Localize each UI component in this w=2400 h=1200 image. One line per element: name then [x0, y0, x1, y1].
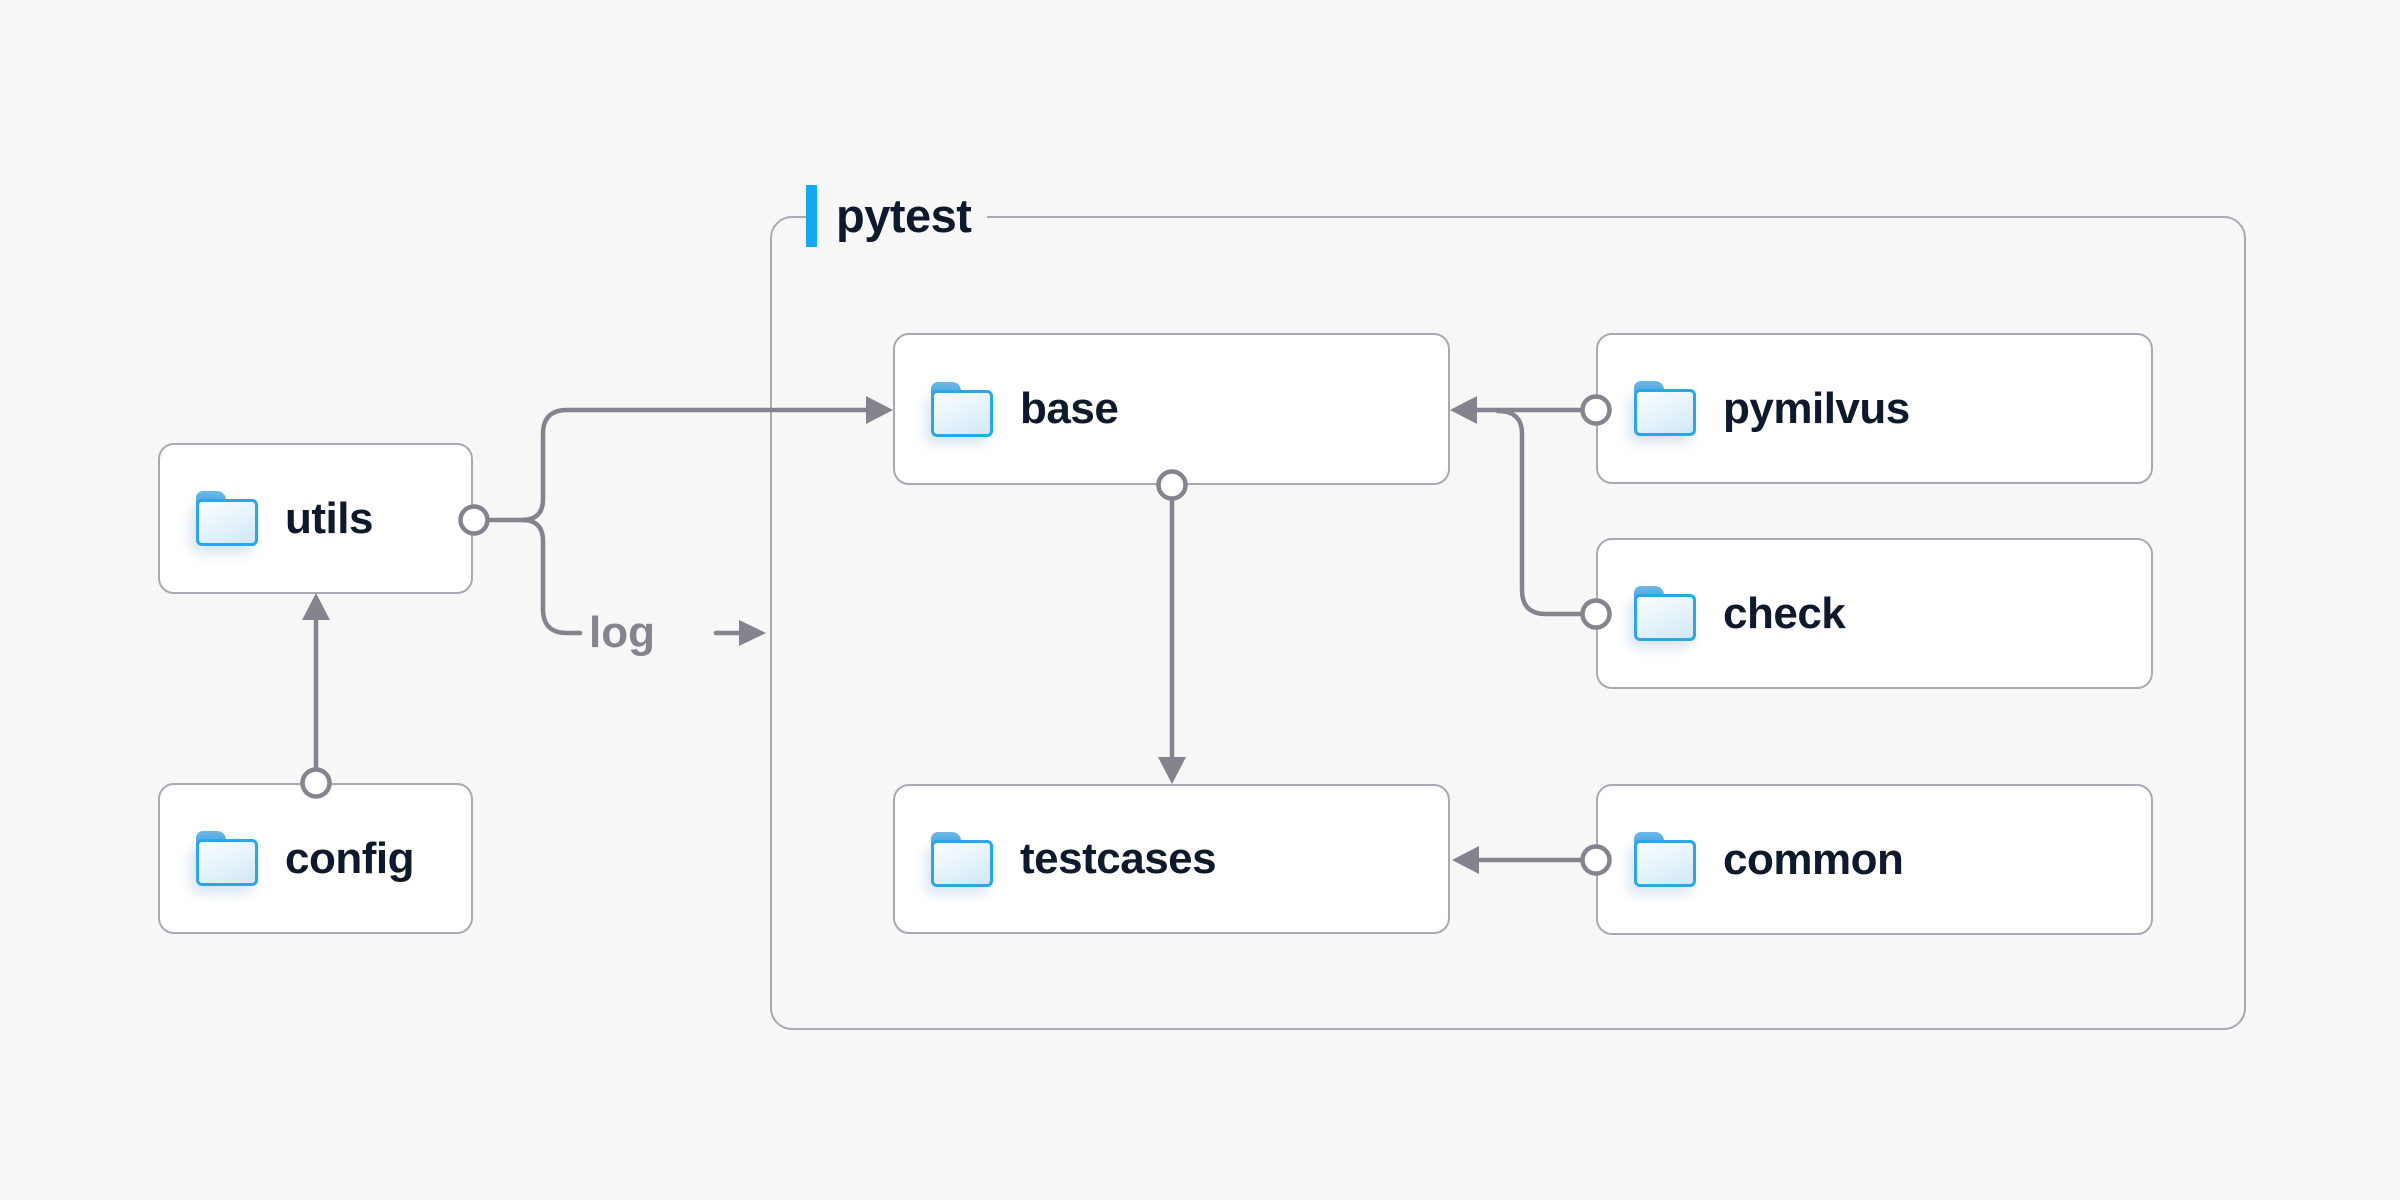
group-title: pytest — [836, 189, 972, 242]
pytest-group-label: pytest — [806, 185, 988, 247]
folder-icon — [931, 831, 993, 887]
folder-icon — [196, 491, 258, 546]
folder-icon — [1634, 586, 1696, 641]
folder-icon — [1634, 832, 1696, 887]
folder-icon — [196, 831, 258, 886]
pytest-group-container — [770, 216, 2246, 1030]
node-config: config — [158, 783, 473, 934]
node-label: pymilvus — [1723, 383, 1910, 433]
node-base: base — [893, 333, 1450, 485]
node-pymilvus: pymilvus — [1596, 333, 2153, 484]
node-label: utils — [285, 493, 373, 543]
node-label: check — [1723, 588, 1846, 638]
node-utils: utils — [158, 443, 473, 594]
edge-config-to-utils — [302, 593, 330, 772]
node-label: testcases — [1020, 834, 1217, 883]
edge-label-log: log — [589, 608, 655, 657]
node-label: base — [1020, 384, 1119, 433]
node-label: common — [1723, 834, 1904, 884]
folder-icon — [931, 381, 993, 437]
node-check: check — [1596, 538, 2153, 689]
node-common: common — [1596, 784, 2153, 935]
folder-icon — [1634, 381, 1696, 436]
accent-bar-icon — [806, 185, 817, 247]
node-label: config — [285, 833, 414, 883]
node-testcases: testcases — [893, 784, 1450, 934]
